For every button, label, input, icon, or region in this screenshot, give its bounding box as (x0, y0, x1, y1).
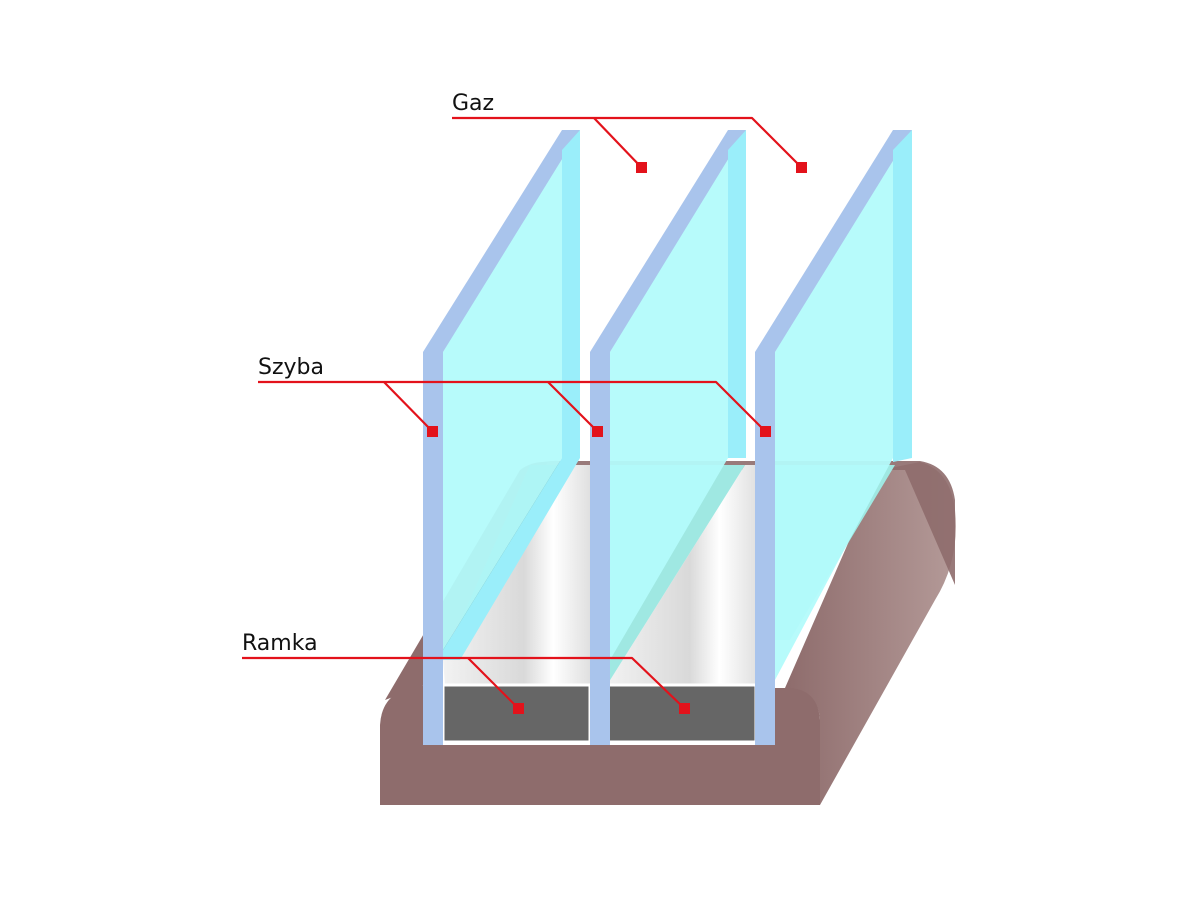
pane-marker-2 (592, 426, 603, 437)
pane-leader-line (258, 380, 767, 433)
glass-pane-3 (755, 130, 912, 745)
glass-pane-2-top-edge (590, 130, 746, 352)
spacer-marker-2 (679, 703, 690, 714)
pane-marker-1 (427, 426, 438, 437)
glass-pane-2 (590, 130, 746, 745)
glass-pane-3-right-edge (893, 130, 912, 462)
glass-pane-1-inner-edge (443, 458, 580, 660)
glass-pane-1 (423, 130, 580, 745)
glass-pane-3-top-edge (755, 130, 912, 352)
seal-back-top (522, 460, 955, 585)
callout-pane: Szyba (258, 355, 771, 437)
seal-front-face (380, 686, 820, 805)
callout-spacer: Ramka (242, 631, 690, 714)
pane-leader-branch-1 (383, 381, 434, 433)
pane-marker-3 (760, 426, 771, 437)
glass-pane-1-front-edge (423, 352, 443, 745)
channel-left (443, 465, 590, 685)
spacer-marker-1 (513, 703, 524, 714)
glass-pane-2-face (610, 150, 728, 660)
gas-leader-branch (593, 117, 642, 168)
gas-leader-line (452, 116, 802, 168)
seal-side-face (785, 462, 956, 805)
gas-marker-2 (796, 162, 807, 173)
pane-leader-branch-2 (547, 381, 599, 433)
glass-pane-2-right-edge (728, 130, 746, 458)
pane-label: Szyba (258, 355, 324, 380)
glass-pane-3-front-edge (755, 352, 775, 745)
glass-pane-1-top-edge (423, 130, 580, 352)
channel-right (607, 465, 757, 685)
spacer-leader-branch (467, 657, 519, 709)
glass-pane-1-right-edge (562, 130, 580, 458)
gas-label: Gaz (452, 91, 494, 116)
gas-marker-1 (636, 162, 647, 173)
callout-gas: Gaz (452, 91, 807, 173)
glass-pane-3-face (775, 150, 893, 680)
glass-pane-1-face (443, 150, 562, 650)
spacer-leader-line (242, 656, 685, 709)
glass-pane-2-front-edge (590, 352, 610, 745)
spacer-label: Ramka (242, 631, 318, 656)
